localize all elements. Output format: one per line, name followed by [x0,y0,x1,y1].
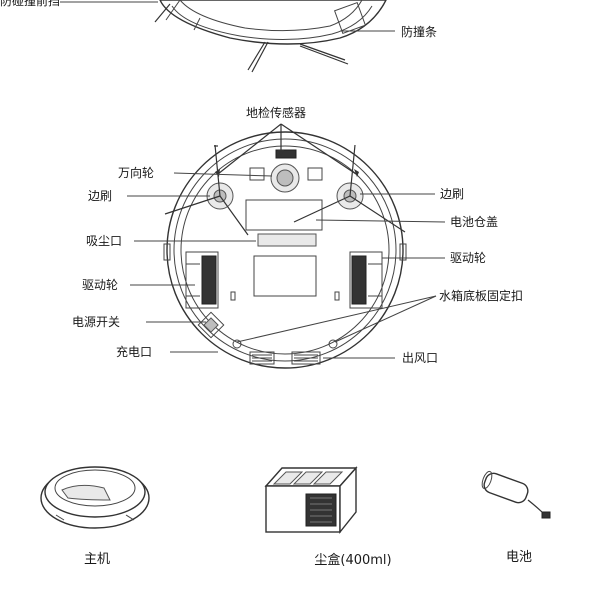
label-battery-cover: 电池仓盖 [450,215,499,229]
caption-dust-box: 尘盒(400ml) [314,553,392,568]
robot-side-view [154,0,387,73]
robot-bottom-view [163,131,407,369]
power-switch [197,311,225,339]
label-tank-clip: 水箱底板固定扣 [439,289,524,303]
leader-lines [127,123,446,359]
drive-wheel-left [185,251,219,309]
label-side-brush-left: 边刷 [88,189,113,203]
side-brush-left [164,144,249,236]
battery-cover [245,199,323,231]
label-drive-wheel-left: 驱动轮 [82,278,119,292]
label-power-switch: 电源开关 [72,315,121,329]
tank-clip-right [328,339,338,349]
battery-illustration [481,470,551,519]
label-floor-sensor: 地检传感器 [246,106,307,120]
caption-main-unit: 主机 [83,552,110,567]
floor-sensor [275,149,297,159]
label-charge-port: 充电口 [116,345,153,359]
tank-clip-left [232,339,242,349]
dust-box-illustration [264,466,358,534]
drive-wheel-right [349,251,383,309]
air-outlet [249,351,321,365]
label-caster: 万向轮 [118,166,155,180]
caption-battery: 电池 [505,550,532,565]
label-drive-wheel-right: 驱动轮 [450,251,487,265]
label-front-bumper: 防碰撞前挡 [0,0,61,8]
label-suction-port: 吸尘口 [86,234,123,248]
label-air-outlet: 出风口 [402,351,439,365]
label-side-brush-right: 边刷 [440,187,465,201]
suction-port [257,233,317,247]
label-bumper-strip: 防撞条 [401,25,438,39]
main-unit-illustration [40,466,150,529]
